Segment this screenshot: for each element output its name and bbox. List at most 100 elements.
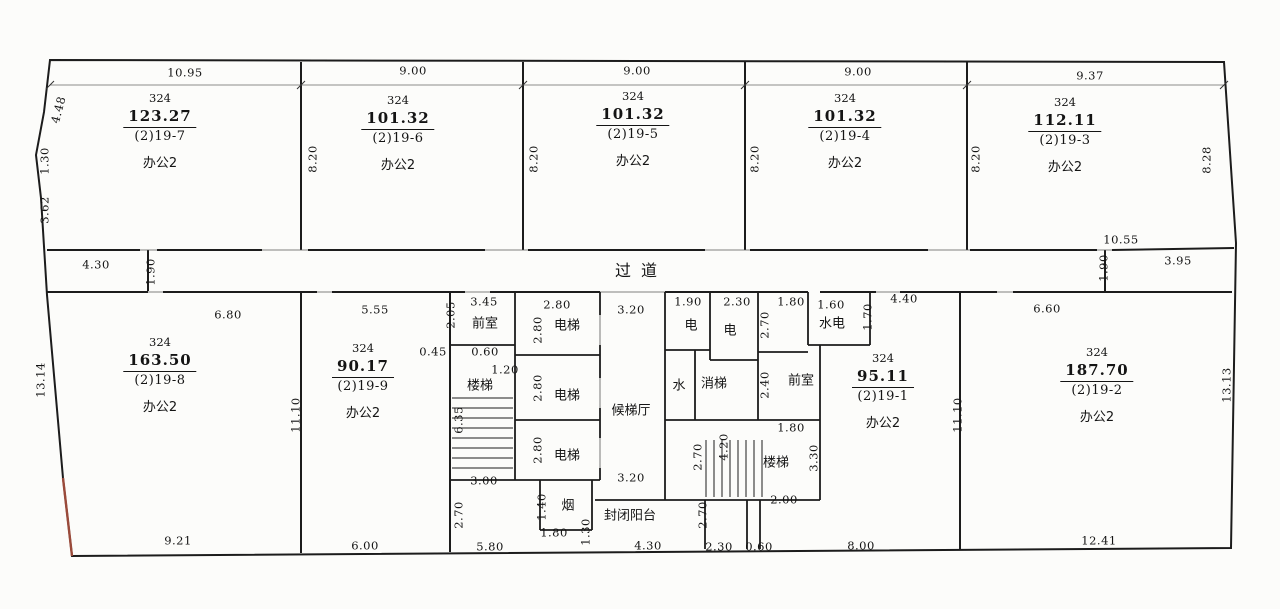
dimension-label: 13.13 — [1219, 367, 1234, 403]
room-type: 办公2 — [1079, 410, 1115, 426]
room-unit-code: (2)19-8 — [134, 373, 186, 389]
dimension-label: 4.40 — [890, 291, 918, 306]
dimension-label: 1.90 — [143, 258, 158, 286]
dimension-label: 11.10 — [288, 397, 303, 433]
dimension-label: 1.40 — [534, 493, 549, 521]
dimension-label: 8.20 — [526, 145, 541, 173]
room-unit-code: (2)19-6 — [372, 131, 424, 147]
dimension-label: 1.80 — [777, 420, 805, 435]
dimension-label: 6.60 — [1033, 301, 1061, 316]
dimension-label: 4.30 — [634, 538, 662, 553]
room-area: 101.32 — [808, 107, 882, 129]
stair-treads-right — [705, 440, 763, 497]
dimension-label: 2.80 — [543, 297, 571, 312]
room-area: 90.17 — [332, 357, 394, 379]
dimension-label: 2.05 — [443, 301, 458, 329]
room-label: 324 101.32(2)19-4 办公2 — [808, 91, 882, 172]
room-floor-number: 324 — [834, 91, 856, 105]
dimension-label: 2.80 — [530, 436, 545, 464]
corridor-label: 过道 — [614, 261, 668, 280]
dimension-label: 10.55 — [1103, 232, 1139, 247]
dimension-label: 9.00 — [623, 63, 651, 78]
core-right-walls — [595, 292, 871, 549]
dimension-label: 9.00 — [844, 64, 872, 79]
top-dimension-ticks — [45, 80, 1229, 90]
room-label: 324 95.11(2)19-1 办公2 — [852, 351, 914, 432]
dimension-label: 2.40 — [757, 371, 772, 399]
room-floor-number: 324 — [352, 341, 374, 355]
dimension-label: 1.30 — [37, 147, 52, 175]
room-type: 办公2 — [865, 416, 901, 432]
room-unit-code: (2)19-4 — [819, 129, 871, 145]
dimension-label: 8.20 — [747, 145, 762, 173]
dimension-label: 5.55 — [361, 302, 389, 317]
room-type: 办公2 — [1047, 160, 1083, 176]
dimension-label: 2.70 — [451, 501, 466, 529]
dimension-label: 12.41 — [1081, 533, 1117, 548]
electrical-label: 电 — [684, 318, 698, 334]
room-floor-number: 324 — [387, 93, 409, 107]
dimension-label: 2.30 — [723, 294, 751, 309]
fire-elevator-label: 消梯 — [700, 376, 728, 392]
dimension-label: 1.30 — [578, 518, 593, 546]
stairs-label: 楼梯 — [762, 455, 790, 471]
water-electrical-label: 水电 — [818, 316, 846, 332]
room-floor-number: 324 — [1054, 95, 1076, 109]
bottom-room-dividers — [300, 292, 961, 553]
dimension-label: 3.00 — [470, 473, 498, 488]
vestibule-label: 前室 — [471, 316, 499, 332]
dimension-label: 1.20 — [491, 362, 519, 377]
dimension-label: 0.60 — [471, 344, 499, 359]
elevator-label: 电梯 — [553, 388, 581, 404]
room-area: 101.32 — [361, 109, 435, 131]
enclosed-balcony-label: 封闭阳台 — [603, 508, 657, 524]
dimension-label: 3.45 — [470, 294, 498, 309]
dimension-label: 6.35 — [451, 406, 466, 434]
dimension-label: 2.80 — [530, 374, 545, 402]
room-area: 95.11 — [852, 367, 914, 389]
dimension-label: 3.30 — [806, 444, 821, 472]
room-area: 187.70 — [1060, 361, 1134, 383]
dimension-label: 0.45 — [419, 344, 447, 359]
room-floor-number: 324 — [622, 89, 644, 103]
dimension-label: 3.62 — [37, 196, 52, 224]
dimension-label: 4.30 — [82, 257, 110, 272]
dimension-label: 2.30 — [705, 539, 733, 554]
room-area: 163.50 — [123, 351, 197, 373]
dimension-label: 11.10 — [950, 397, 965, 433]
room-type: 办公2 — [827, 156, 863, 172]
room-area: 112.11 — [1028, 111, 1102, 133]
room-unit-code: (2)19-1 — [857, 389, 909, 405]
room-unit-code: (2)19-2 — [1071, 383, 1123, 399]
room-type: 办公2 — [615, 154, 651, 170]
dimension-label: 1.80 — [777, 294, 805, 309]
dimension-label: 9.21 — [164, 533, 192, 548]
dimension-label: 2.70 — [757, 311, 772, 339]
dimension-label: 8.28 — [1199, 146, 1214, 174]
dimension-label: 9.37 — [1076, 68, 1104, 83]
dimension-label: 1.60 — [817, 297, 845, 312]
outer-wall-red-segment — [61, 477, 74, 557]
outer-wall — [34, 58, 1238, 558]
smoke-shaft-label: 烟 — [561, 498, 575, 514]
room-unit-code: (2)19-5 — [607, 127, 659, 143]
room-floor-number: 324 — [149, 335, 171, 349]
dimension-label: 3.20 — [617, 302, 645, 317]
room-unit-code: (2)19-7 — [134, 129, 186, 145]
dimension-label: 1.70 — [860, 303, 875, 331]
dimension-label: 6.00 — [351, 538, 379, 553]
stair-treads-left — [452, 397, 513, 469]
dimension-label: 13.14 — [33, 362, 48, 398]
room-floor-number: 324 — [872, 351, 894, 365]
dimension-label: 2.00 — [770, 492, 798, 507]
dimension-label: 6.80 — [214, 307, 242, 322]
core-left-walls — [450, 292, 601, 531]
dimension-label: 1.80 — [540, 525, 568, 540]
